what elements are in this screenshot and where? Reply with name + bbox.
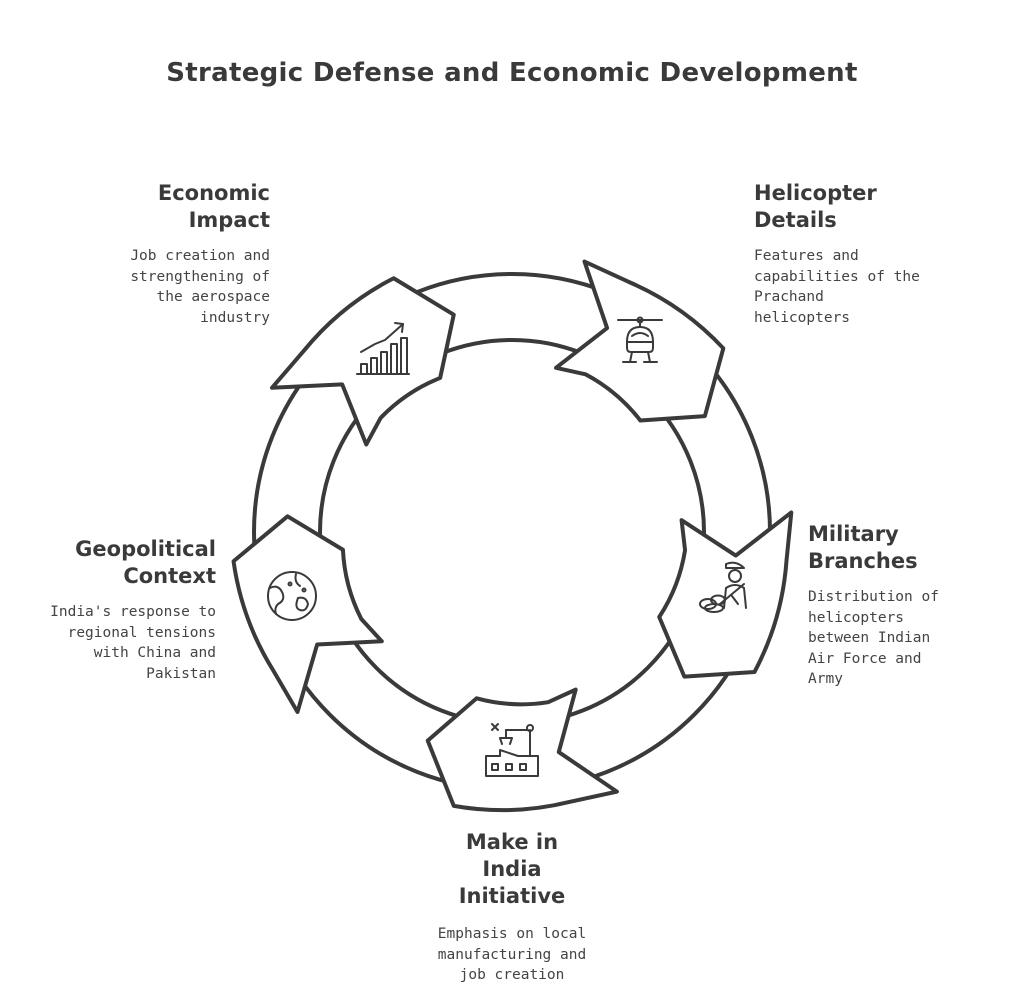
stage-description: Emphasis on local manufacturing and job … [437, 926, 587, 983]
arrow-economic-impact [269, 276, 456, 447]
stage-geopolitical-context: Geopolitical Context India's response to… [20, 536, 216, 684]
stage-heading: Military Branches [808, 522, 918, 573]
globe-icon [267, 571, 317, 621]
stage-heading: Geopolitical Context [75, 537, 216, 588]
stage-heading: Helicopter Details [754, 181, 877, 232]
helicopter-icon [617, 316, 663, 363]
stage-description: Features and capabilities of the Prachan… [754, 248, 920, 326]
diagram-title: Strategic Defense and Economic Developme… [166, 58, 858, 88]
stage-heading: Economic Impact [157, 181, 270, 232]
stage-description: India's response to regional tensions wi… [50, 604, 216, 682]
stage-description: Job creation and strengthening of the ae… [130, 248, 270, 326]
stage-heading: Make in India Initiative [458, 830, 566, 908]
stage-military-branches: Military Branches Distribution of helico… [808, 521, 1008, 690]
stage-helicopter-details: Helicopter Details Features and capabili… [754, 180, 994, 328]
growth-chart-icon [356, 322, 410, 375]
stage-description: Distribution of helicopters between Indi… [808, 589, 939, 687]
stage-make-in-india: Make in India Initiative Emphasis on loc… [382, 829, 642, 986]
factory-icon [485, 723, 539, 777]
arrow-make-in-india [425, 687, 619, 813]
soldier-icon [699, 561, 747, 613]
cycle-arrows [231, 259, 794, 813]
stage-economic-impact: Economic Impact Job creation and strengt… [40, 180, 270, 328]
